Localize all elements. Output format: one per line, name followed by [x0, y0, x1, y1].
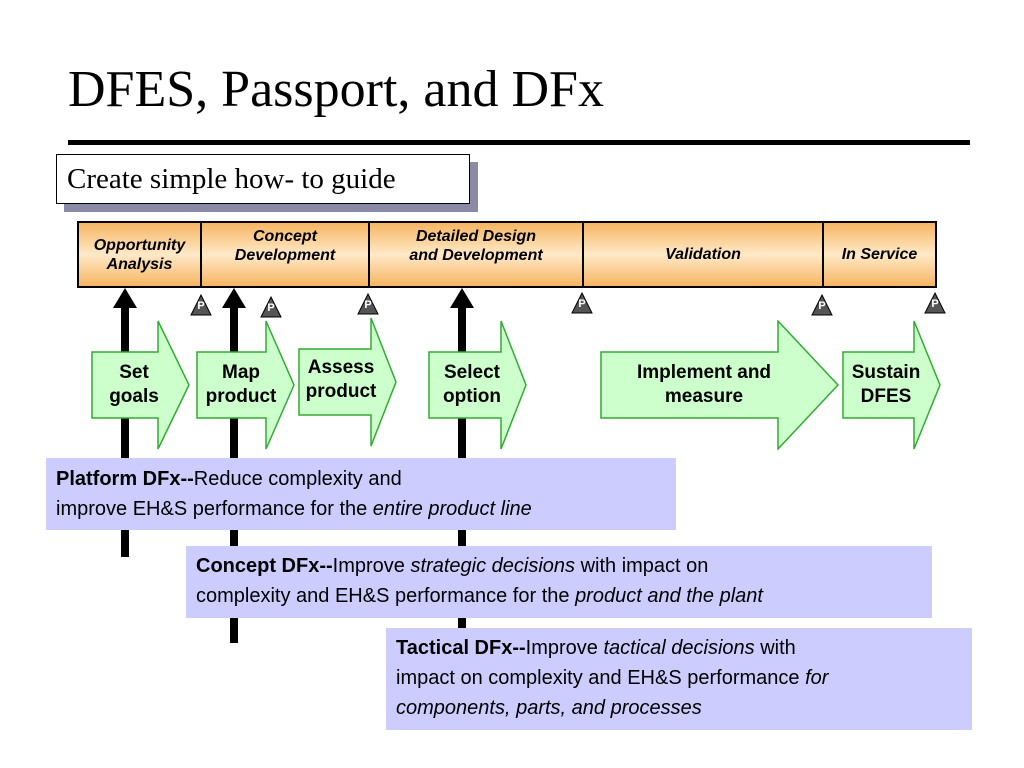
step-arrow-map-product: Map product — [196, 320, 296, 450]
passport-marker-icon: P — [571, 292, 593, 314]
passport-marker-label: P — [197, 300, 205, 312]
passport-marker-label: P — [818, 300, 826, 312]
platform-dfx-heading: Platform DFx-- — [56, 468, 194, 490]
passport-marker-icon: P — [357, 293, 379, 315]
passport-marker-icon: P — [260, 296, 282, 318]
platform-dfx-emphasis: entire product line — [372, 498, 532, 520]
phase-in-service: In Service — [824, 223, 935, 286]
passport-marker-icon: P — [811, 294, 833, 316]
concept-dfx-box: Concept DFx--Improve strategic decisions… — [186, 546, 932, 618]
connector-stem — [458, 527, 466, 547]
step-label-line1: Set — [119, 362, 149, 383]
step-label-line1: Select — [444, 362, 500, 383]
block-arrow-icon — [91, 320, 190, 450]
block-arrow-icon — [600, 320, 840, 450]
passport-marker-label: P — [578, 298, 586, 310]
phase-label: In Service — [841, 246, 918, 263]
step-arrow-select-option: Select option — [428, 320, 528, 450]
step-label-line1: Assess — [307, 357, 375, 378]
concept-dfx-emphasis: strategic decisions — [410, 555, 576, 577]
title-divider — [68, 140, 970, 145]
passport-marker-label: P — [364, 299, 372, 311]
tactical-dfx-emphasis: components, parts, and processes — [396, 697, 702, 719]
concept-dfx-text: with impact on — [575, 555, 709, 577]
passport-marker-icon: P — [190, 294, 212, 316]
step-label-line2: option — [442, 386, 502, 407]
phase-label: Validation — [665, 246, 741, 263]
tactical-dfx-heading: Tactical DFx-- — [396, 637, 526, 659]
concept-dfx-heading: Concept DFx-- — [196, 555, 333, 577]
block-arrow-icon — [842, 320, 941, 450]
block-arrow-icon — [428, 320, 527, 450]
howto-callout: Create simple how- to guide — [56, 154, 470, 204]
connector-stem — [121, 527, 129, 557]
phase-label-line2: Analysis — [106, 255, 173, 273]
tactical-dfx-emphasis: for — [805, 667, 829, 689]
block-arrow-icon — [298, 317, 397, 447]
phase-label-line1: Concept — [253, 228, 317, 245]
platform-dfx-text: improve EH&S performance for the — [56, 498, 373, 520]
step-label-line1: Implement and — [636, 362, 772, 383]
step-label-line2: measure — [664, 386, 744, 407]
phase-label-line2: and Development — [409, 247, 543, 264]
tactical-dfx-emphasis: tactical decisions — [603, 637, 755, 659]
tactical-dfx-box: Tactical DFx--Improve tactical decisions… — [386, 628, 972, 730]
step-label-line1: Sustain — [851, 362, 921, 383]
connector-stem — [230, 527, 238, 547]
concept-dfx-text: complexity and EH&S performance for the — [196, 585, 576, 607]
platform-dfx-box: Platform DFx--Reduce complexity and impr… — [46, 458, 676, 530]
phase-label-line1: Opportunity — [93, 236, 186, 254]
concept-dfx-emphasis: product and the plant — [575, 585, 763, 607]
up-arrow-icon — [113, 288, 137, 308]
tactical-dfx-text: impact on complexity and EH&S performanc… — [396, 667, 806, 689]
connector-stem — [458, 613, 466, 629]
step-label-line1: Map — [222, 362, 260, 383]
phase-detailed-design: Detailed Design and Development — [370, 223, 584, 286]
up-arrow-icon — [222, 288, 246, 308]
block-arrow-icon — [196, 320, 295, 450]
concept-dfx-text: Improve — [332, 555, 411, 577]
step-label-line2: goals — [109, 386, 159, 407]
platform-dfx-text: Reduce complexity and — [193, 468, 402, 490]
step-arrow-implement-and-measure: Implement and measure — [600, 320, 840, 450]
phase-label-line1: Detailed Design — [415, 228, 536, 245]
connector-stem — [230, 613, 238, 643]
page-title: DFES, Passport, and DFx — [68, 61, 604, 118]
up-arrow-icon — [450, 288, 474, 308]
step-label-line2: product — [205, 386, 277, 407]
passport-marker-label: P — [267, 302, 275, 314]
step-label-line2: product — [305, 381, 377, 402]
step-arrow-set-goals: Set goals — [91, 320, 191, 450]
step-arrow-assess-product: Assess product — [298, 317, 398, 447]
phase-label-line2: Development — [234, 247, 336, 264]
tactical-dfx-text: with — [754, 637, 796, 659]
passport-marker-icon: P — [924, 292, 946, 314]
step-label-line2: DFES — [860, 386, 912, 407]
passport-marker-label: P — [931, 298, 939, 310]
tactical-dfx-text: Improve — [525, 637, 604, 659]
phase-validation: Validation — [584, 223, 824, 286]
